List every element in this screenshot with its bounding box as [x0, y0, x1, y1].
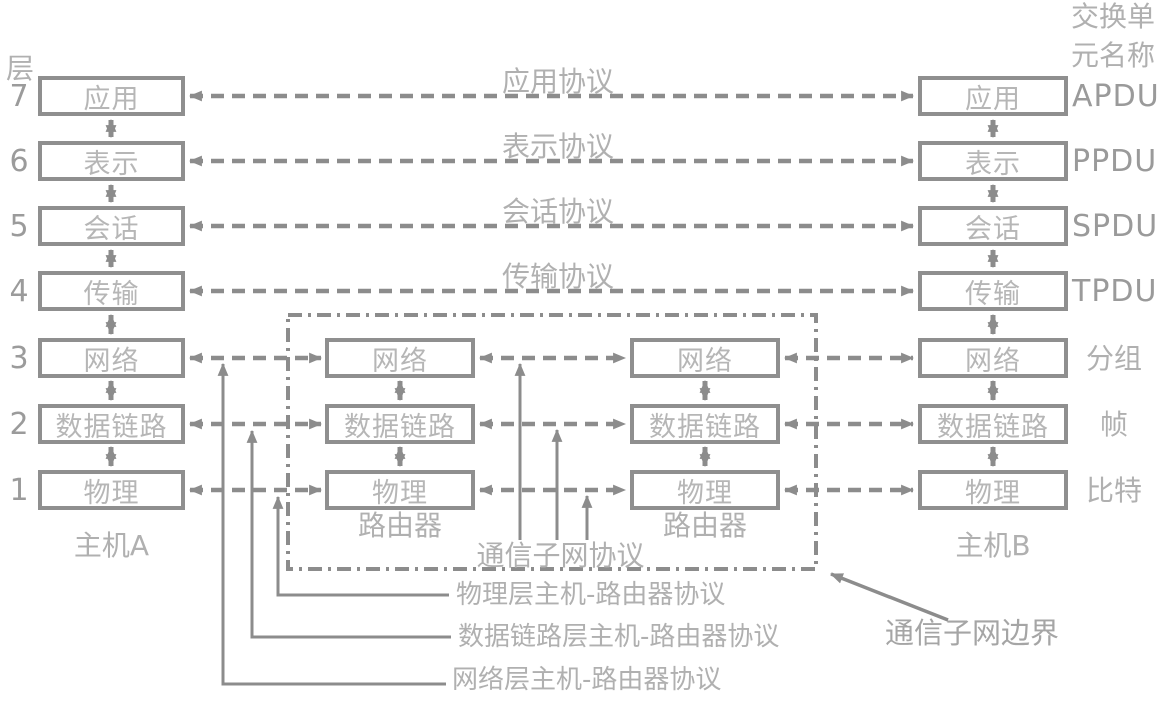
session-protocol-label: 会话协议 — [501, 195, 614, 228]
host-b-session-box: 会话 — [918, 206, 1068, 246]
host-a-session-box: 会话 — [38, 206, 185, 246]
layer-number-2: 2 — [9, 407, 29, 442]
subnet-links — [188, 352, 915, 496]
transport-protocol-label: 传输协议 — [501, 260, 614, 293]
boundary-callout-arrow — [829, 572, 949, 622]
host-b-datalink-box: 数据链路 — [918, 404, 1068, 444]
router2-caption: 路由器 — [662, 509, 747, 542]
host-protocol-links — [188, 90, 915, 297]
host-b-physical-box: 物理 — [918, 470, 1068, 510]
subnet-boundary-box — [286, 313, 818, 571]
host-b-caption: 主机B — [955, 529, 1031, 562]
router2-datalink-box: 数据链路 — [630, 404, 780, 444]
host-a-caption: 主机A — [73, 529, 150, 562]
exchange-unit-header-line2: 元名称 — [1071, 39, 1156, 72]
datalink-callout-line — [246, 429, 451, 639]
host-b-transport-box: 传输 — [918, 271, 1068, 311]
frame-unit-label: 帧 — [1099, 408, 1128, 441]
subnet-boundary-label: 通信子网边界 — [885, 616, 1060, 650]
apdu-label: APDU — [1072, 79, 1158, 114]
layer-number-3: 3 — [9, 341, 29, 376]
bit-unit-label: 比特 — [1085, 474, 1142, 507]
router1-datalink-box: 数据链路 — [325, 404, 475, 444]
router1-physical-box: 物理 — [325, 470, 475, 510]
host-a-transport-box: 传输 — [38, 271, 185, 311]
layer-number-6: 6 — [9, 144, 29, 179]
exchange-unit-header-line1: 交换单 — [1071, 0, 1156, 33]
host-b-application-box: 应用 — [918, 76, 1068, 116]
presentation-protocol-label: 表示协议 — [501, 130, 614, 163]
host-b-network-box: 网络 — [918, 338, 1068, 378]
router2-physical-box: 物理 — [630, 470, 780, 510]
network-callout-line — [217, 362, 446, 686]
datalink-host-router-protocol-label: 数据链路层主机-路由器协议 — [458, 622, 780, 652]
network-host-router-protocol-label: 网络层主机-路由器协议 — [452, 665, 722, 695]
interlayer-arrows — [105, 118, 999, 468]
router1-caption: 路由器 — [357, 509, 442, 542]
packet-unit-label: 分组 — [1085, 342, 1142, 375]
physical-host-router-protocol-label: 物理层主机-路由器协议 — [456, 580, 726, 610]
callout-leaders — [217, 362, 451, 686]
layer-number-5: 5 — [9, 209, 29, 244]
host-a-datalink-box: 数据链路 — [38, 404, 185, 444]
subnet-protocol-label: 通信子网协议 — [476, 539, 645, 572]
layer-axis-title: 层 — [6, 52, 35, 85]
layer-number-7: 7 — [9, 79, 29, 114]
tpdu-label: TPDU — [1072, 274, 1158, 309]
subnet-protocol-arrows — [514, 362, 593, 540]
host-a-physical-box: 物理 — [38, 470, 185, 510]
router2-network-box: 网络 — [630, 338, 780, 378]
ppdu-label: PPDU — [1072, 144, 1158, 179]
layer-number-1: 1 — [9, 473, 29, 508]
physical-callout-line — [272, 495, 449, 597]
host-a-network-box: 网络 — [38, 338, 185, 378]
router1-network-box: 网络 — [325, 338, 475, 378]
host-a-application-box: 应用 — [38, 76, 185, 116]
host-a-presentation-box: 表示 — [38, 141, 185, 181]
application-protocol-label: 应用协议 — [501, 65, 614, 98]
host-b-presentation-box: 表示 — [918, 141, 1068, 181]
layer-number-4: 4 — [9, 274, 29, 309]
spdu-label: SPDU — [1072, 209, 1158, 244]
